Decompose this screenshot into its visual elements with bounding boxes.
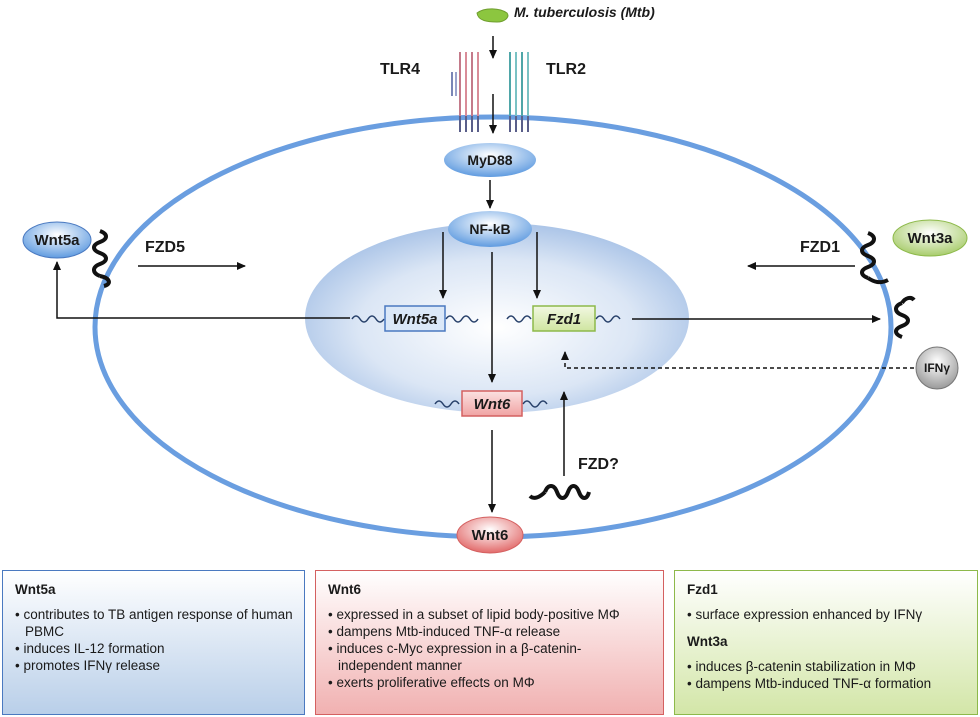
wnt5a-gene: Wnt5a [351,305,479,332]
wnt5a-panel-title: Wnt5a [15,582,56,597]
nucleus [305,223,689,413]
wnt6-info-panel: Wnt6 expressed in a subset of lipid body… [315,570,664,715]
wnt6-panel-title: Wnt6 [328,582,361,597]
fzd-unknown-label: FZD? [578,456,619,473]
wnt3a-ligand [892,219,968,257]
arrow-wnt5a-gene-to-ligand [53,261,350,319]
fzd1-panel-list: surface expression enhanced by IFNγ [687,606,967,623]
arrow-ifng-to-fzd1-dashed [561,351,914,369]
wnt3a-panel-title: Wnt3a [687,634,728,649]
list-item: dampens Mtb-induced TNF-α release [328,623,653,640]
ifng-label: IFNγ [924,361,950,375]
ifng-ligand [915,346,959,390]
myd88-label: MyD88 [467,152,512,168]
signaling-diagram: M. tuberculosis (Mtb) TLR4 TLR2 MyD88 NF… [22,4,968,554]
fzd1-gene: Fzd1 [506,305,621,332]
wnt5a-ligand-label: Wnt5a [35,232,81,249]
wnt6-panel-list: expressed in a subset of lipid body-posi… [328,606,653,691]
nfkb-label: NF-kB [469,221,510,237]
tlr2-label: TLR2 [546,61,586,78]
wnt5a-panel-list: contributes to TB antigen response of hu… [15,606,294,674]
list-item: induces β-catenin stabilization in MΦ [687,658,967,675]
list-item: surface expression enhanced by IFNγ [687,606,967,623]
wnt5a-ligand [22,221,92,259]
wnt6-gene: Wnt6 [434,390,548,417]
myd88-node [444,143,536,177]
bacterium-icon [476,8,509,23]
wnt6-ligand-label: Wnt6 [472,527,509,544]
list-item: expressed in a subset of lipid body-posi… [328,606,653,623]
fzd1-receptor-icon [860,231,876,280]
list-item: induces c-Myc expression in a β-catenin-… [328,640,653,674]
tlr4-membrane-segment [459,116,479,132]
wnt5a-gene-label: Wnt5a [393,311,438,328]
tlr4-label: TLR4 [380,61,420,78]
list-item: contributes to TB antigen response of hu… [15,606,294,640]
tlr2-receptor [509,52,529,132]
wnt3a-panel-list: induces β-catenin stabilization in MΦ da… [687,658,967,692]
pathogen-label: M. tuberculosis (Mtb) [514,4,655,20]
fzd1-gene-label: Fzd1 [547,311,581,328]
nfkb-node [448,211,532,247]
wnt6-ligand [456,516,524,554]
fzd-unknown-receptor-icon [543,484,591,500]
wnt5a-info-panel: Wnt5a contributes to TB antigen response… [2,570,305,715]
fzd1-panel-title: Fzd1 [687,582,718,597]
list-item: exerts proliferative effects on MΦ [328,674,653,691]
wnt6-gene-label: Wnt6 [474,396,511,413]
list-item: promotes IFNγ release [15,657,294,674]
fzd1-label: FZD1 [800,239,840,256]
fzd5-receptor-icon [92,229,108,278]
list-item: induces IL-12 formation [15,640,294,657]
fzd1-membrane-receptor-icon [894,301,910,339]
fzd1-wnt3a-info-panel: Fzd1 surface expression enhanced by IFNγ… [674,570,978,715]
wnt3a-ligand-label: Wnt3a [908,230,954,247]
fzd5-label: FZD5 [145,239,185,256]
list-item: dampens Mtb-induced TNF-α formation [687,675,967,692]
